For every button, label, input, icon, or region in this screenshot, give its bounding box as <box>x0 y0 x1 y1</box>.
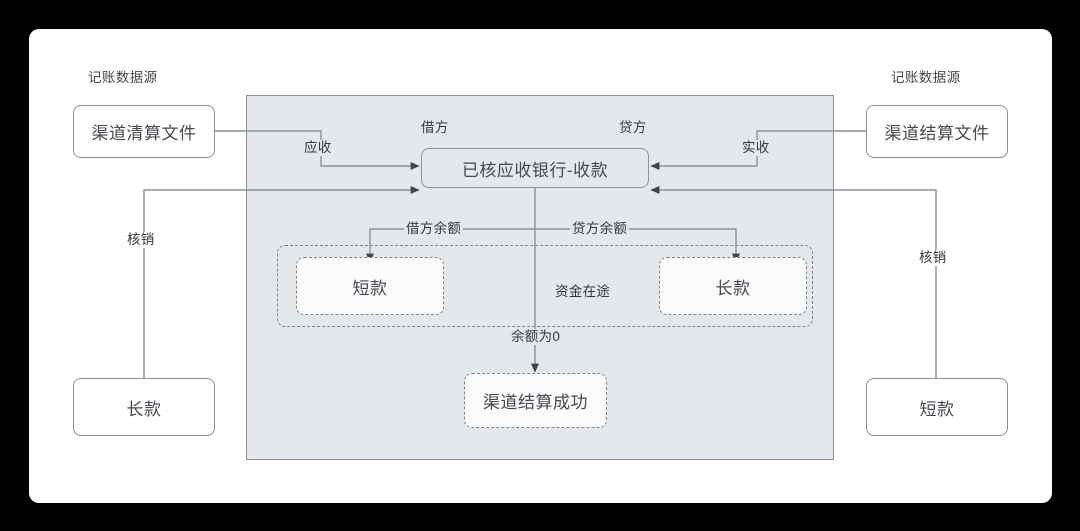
label-credit: 贷方 <box>617 120 649 136</box>
node-right-bottom-short-amount[interactable]: 短款 <box>866 378 1008 436</box>
node-settlement-success[interactable]: 渠道结算成功 <box>464 373 607 428</box>
node-left-source[interactable]: 渠道清算文件 <box>73 105 215 158</box>
node-center-verified-receivable[interactable]: 已核应收银行-收款 <box>421 148 649 188</box>
node-long-amount-inner[interactable]: 长款 <box>659 257 807 315</box>
label-actual-receipt: 实收 <box>740 140 772 156</box>
node-right-source[interactable]: 渠道结算文件 <box>866 105 1008 158</box>
caption-left-source: 记账数据源 <box>88 70 158 85</box>
node-short-amount-inner[interactable]: 短款 <box>296 257 444 315</box>
label-receivable: 应收 <box>302 140 334 156</box>
caption-right-source: 记账数据源 <box>891 70 961 85</box>
label-balance-zero: 余额为0 <box>509 329 563 345</box>
node-left-bottom-long-amount[interactable]: 长款 <box>73 378 215 436</box>
label-debit-balance: 借方余额 <box>404 221 464 237</box>
label-funds-in-transit: 资金在途 <box>555 284 611 299</box>
label-writeoff-right: 核销 <box>917 250 949 266</box>
label-writeoff-left: 核销 <box>125 232 157 248</box>
label-credit-balance: 贷方余额 <box>570 221 630 237</box>
label-debit: 借方 <box>419 120 451 136</box>
